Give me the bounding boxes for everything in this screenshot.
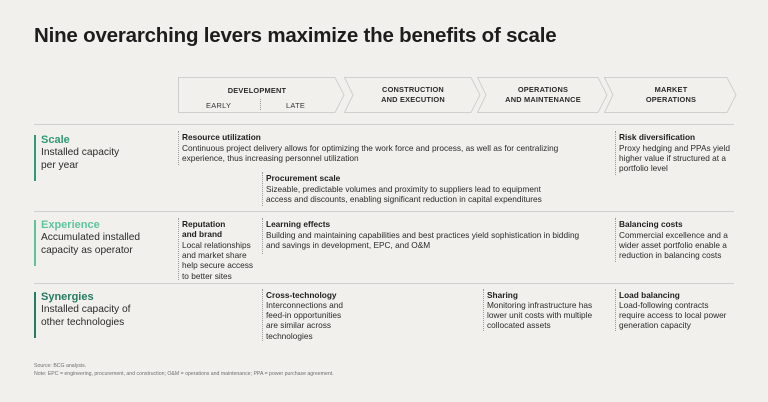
chevron-shape [604,77,737,113]
lever-body-line4: technologies [266,330,313,341]
lever-body-line1: Continuous project delivery allows for o… [182,143,559,153]
lever-body-line1: Local relationships [182,240,251,250]
lever-title: Sharing [487,290,518,300]
lever-body-line3: help secure access [182,260,254,271]
phase-label-line2: AND MAINTENANCE [505,95,581,104]
row-desc-line1: Installed capacity of [41,304,131,315]
lever-body-line2: access and discounts, enabling significa… [266,194,542,205]
lever-body-line3: portfolio level [619,163,668,174]
phase-label-line2: OPERATIONS [645,95,697,104]
row-desc-line2: capacity as operator [41,244,133,256]
lever-body-line3: are similar across [266,320,332,331]
row-separator [34,124,734,125]
lever-title: Balancing costs [619,219,683,229]
lever-divider [262,289,263,341]
lever-divider [615,218,616,262]
phase-label-line2: AND EXECUTION [381,95,445,104]
lever-body-line3: collocated assets [487,320,551,331]
footnote-source: Source: BCG analysis. [34,363,87,369]
lever-title: Learning effects [266,219,331,229]
row-desc-line2: other technologies [41,316,125,328]
row-accent-bar [34,220,36,266]
lever-title: Procurement scale [266,173,341,183]
lever-body-line1: Proxy hedging and PPAs yield [619,143,730,153]
phase-label-line1: CONSTRUCTION [382,85,444,94]
phase-sub-early: EARLY [206,101,232,110]
row-name: Synergies [41,291,94,303]
phase-development: DEVELOPMENT EARLY LATE [178,77,346,113]
footnote-note: Note: EPC = engineering, procurement, an… [34,371,334,377]
phase-label: DEVELOPMENT [227,86,287,95]
lever-divider [615,289,616,331]
lever-body-line1: Interconnections and [266,300,344,310]
phase-sub-late: LATE [286,101,306,110]
chevron-shape [477,77,608,113]
lever-body-line4: to better sites [182,270,232,281]
lever-divider [178,218,179,280]
lever-body-line1: Building and maintaining capabilities an… [266,230,580,240]
lever-title: Resource utilization [182,132,261,142]
lever-title: Cross-technology [266,290,337,300]
lever-body-line1: Sizeable, predictable volumes and proxim… [266,184,541,194]
chevron-shape [178,77,345,113]
lever-divider [262,218,263,254]
phase-construction: CONSTRUCTION AND EXECUTION [344,77,482,113]
row-name: Scale [41,134,70,146]
chevron-shape [344,77,481,113]
lever-body-line2: feed-in opportunities [266,310,342,321]
lever-body-line1: Commercial excellence and a [619,230,728,240]
phase-label-line1: OPERATIONS [517,85,569,94]
lever-title-line1: Reputation [182,219,226,229]
lever-divider [262,172,263,206]
lever-title-line2: and brand [182,229,223,239]
row-accent-bar [34,135,36,181]
page-title: Nine overarching levers maximize the ben… [34,24,557,47]
lever-body-line2: and savings in development, EPC, and O&M [266,240,431,251]
lever-divider [615,131,616,175]
row-desc-line1: Accumulated installed [41,232,141,243]
lever-divider [483,289,484,331]
lever-body-line3: reduction in balancing costs [619,250,722,261]
lever-body-line2: wider asset portfolio enable a [619,240,727,251]
lever-body-line2: experience, thus increasing personnel ut… [182,153,359,164]
lever-body-line1: Monitoring infrastructure has [487,300,593,310]
phase-operations: OPERATIONS AND MAINTENANCE [477,77,609,113]
phase-market: MARKET OPERATIONS [604,77,738,113]
lever-divider [178,131,179,165]
lever-body-line2: lower unit costs with multiple [487,310,593,321]
lever-body-line2: higher value if structured at a [619,153,726,164]
phase-sub-divider [260,99,261,110]
row-desc-line1: Installed capacity [41,147,120,158]
lever-title: Risk diversification [619,132,696,142]
lever-body-line2: and market share [182,250,247,261]
row-accent-bar [34,292,36,338]
row-name: Experience [41,219,100,231]
lever-body-line1: Load-following contracts [619,300,709,310]
row-desc-line2: per year [41,159,79,171]
row-separator [34,283,734,284]
lever-body-line3: generation capacity [619,320,691,331]
phase-label-line1: MARKET [654,85,688,94]
row-separator [34,211,734,212]
lever-title: Load balancing [619,290,680,300]
lever-body-line2: require access to local power [619,310,727,321]
